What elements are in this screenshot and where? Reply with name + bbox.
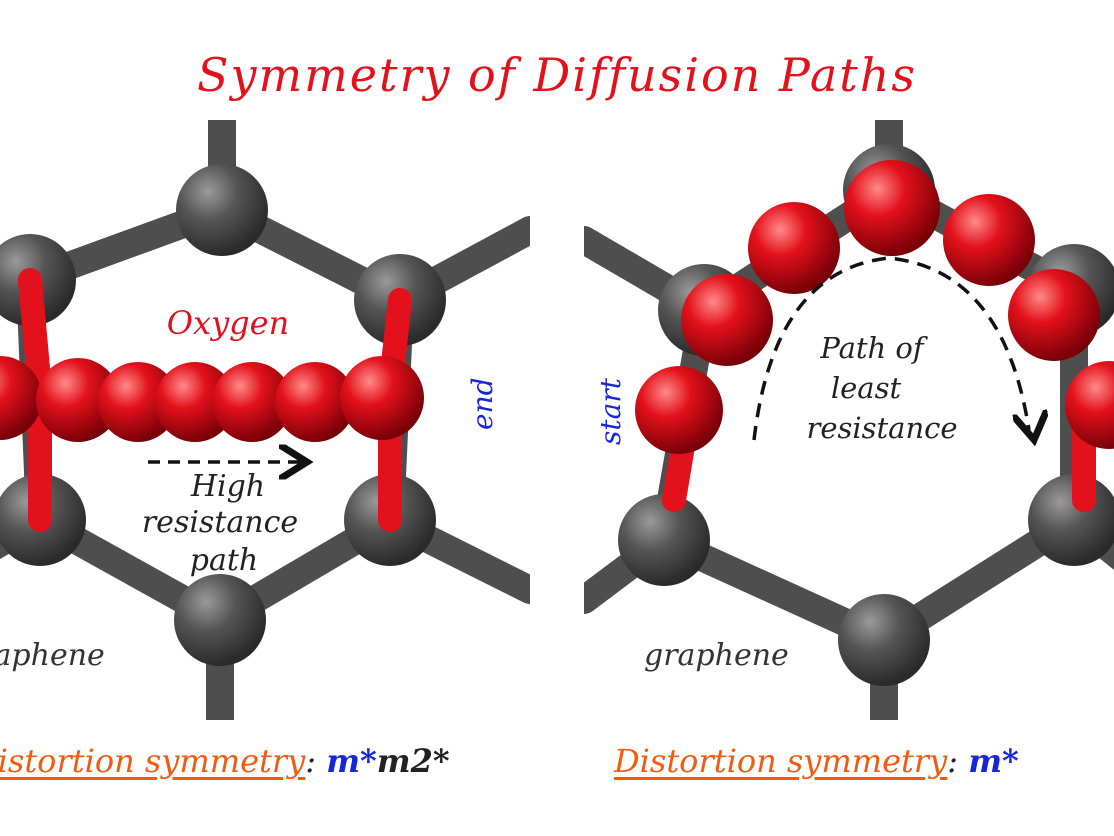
least-resistance-panel: start Path of least resistance graphene — [584, 120, 1114, 720]
graphene-label: graphene — [644, 638, 789, 673]
right-caption: Distortion symmetry: m* — [614, 742, 1019, 780]
path-label-line-3: resistance — [806, 411, 957, 445]
oxygen-atoms — [0, 356, 424, 442]
right-caption-label: Distortion symmetry — [614, 742, 948, 780]
page-title: Symmetry of Diffusion Paths — [197, 48, 917, 102]
oxygen-label: Oxygen — [167, 304, 289, 342]
path-label-line-1: High — [190, 469, 265, 504]
path-label-line-2: least — [831, 371, 902, 405]
right-molecule-diagram: start Path of least resistance graphene — [584, 120, 1114, 720]
left-caption-symmetry-1: m* — [326, 742, 377, 780]
left-caption: Distortion symmetry: m*m2* — [0, 742, 450, 780]
left-caption-symmetry-2: m2* — [376, 742, 450, 780]
high-resistance-panel: Oxygen end High resistance path graphene — [0, 120, 530, 720]
path-label-line-1: Path of — [819, 331, 929, 365]
start-label: start — [594, 377, 627, 445]
least-resistance-arrow — [752, 256, 1029, 440]
path-label-line-3: path — [190, 543, 258, 578]
left-molecule-diagram: Oxygen end High resistance path graphene — [0, 120, 530, 720]
right-caption-symmetry: m* — [968, 742, 1019, 780]
path-label-line-2: resistance — [142, 505, 298, 540]
left-caption-label: Distortion symmetry — [0, 742, 306, 780]
right-caption-separator: : — [947, 742, 959, 780]
oxygen-atoms — [635, 160, 1114, 454]
end-label: end — [466, 377, 499, 430]
graphene-label: graphene — [0, 638, 105, 673]
left-caption-separator: : — [305, 742, 317, 780]
